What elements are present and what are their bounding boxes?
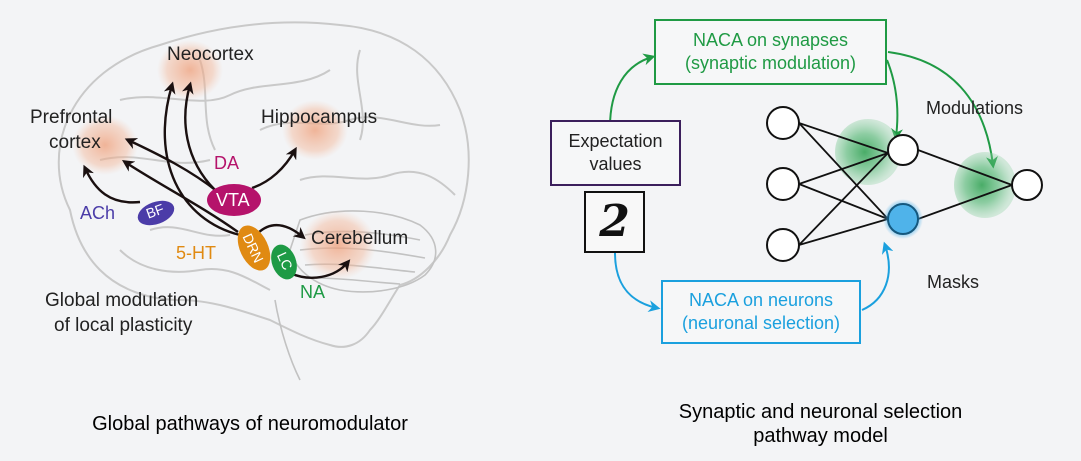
label-prefrontal: Prefrontal (30, 107, 113, 128)
neuron-box-line-2: (neuronal selection) (681, 313, 841, 333)
drn-to-neocortex-arrow (163, 81, 241, 237)
vta-to-neocortex-arrow (181, 81, 216, 191)
label-hippocampus: Hippocampus (261, 107, 378, 128)
expectation-line-2: values (589, 154, 642, 174)
synapse-box: NACA on synapses (synaptic modulation) (654, 19, 887, 85)
hidden-neuron-2-masked (887, 203, 919, 235)
digit-glyph: 2 (599, 196, 630, 247)
synapse-modulation-glow-1 (835, 119, 901, 185)
nucleus-vta-label: VTA (216, 190, 250, 210)
vta-to-prefrontal-arrow (124, 138, 219, 193)
drn-nucleus (237, 225, 271, 271)
label-cortex: cortex (49, 132, 101, 153)
synapse-to-hidden-arrow (886, 59, 903, 141)
label-modulations: Modulations (926, 98, 1024, 118)
network-edges (798, 122, 1013, 246)
lc-nucleus (271, 244, 297, 280)
synapse-box-line-1: NACA on synapses (692, 30, 849, 50)
note-line-2: of local plasticity (54, 315, 193, 336)
pathway-arrows (83, 81, 351, 279)
digit-image: 2 (584, 191, 645, 253)
input-neuron-1 (766, 106, 800, 140)
vta-to-hippocampus-arrow (251, 146, 297, 190)
drn-to-cerebellum-arrow (257, 224, 306, 240)
drn-to-prefrontal-arrow (121, 160, 239, 233)
label-5ht: 5-HT (176, 243, 216, 263)
label-cerebellum: Cerebellum (311, 228, 409, 249)
right-caption-line-1: Synaptic and neuronal selection (678, 401, 963, 423)
synapse-box-line-2: (synaptic modulation) (684, 53, 857, 73)
label-ach: ACh (80, 203, 116, 223)
right-caption-line-2: pathway model (753, 425, 888, 447)
expectation-box: Expectation values (550, 120, 681, 186)
digit-to-neuron-box-arrow (614, 252, 661, 313)
expectation-line-1: Expectation (568, 131, 663, 151)
neuron-box-line-1: NACA on neurons (688, 290, 834, 310)
synapse-to-output-arrow (887, 51, 998, 169)
input-neuron-2 (766, 167, 800, 201)
hippocampus-glow (282, 100, 348, 160)
bf-nucleus (137, 200, 175, 226)
label-masks: Masks (927, 272, 980, 292)
lc-to-cerebellum-arrow (289, 259, 351, 279)
input-neuron-3 (766, 228, 800, 262)
synapse-modulation-glow-2 (954, 152, 1016, 218)
neuron-box: NACA on neurons (neuronal selection) (661, 280, 861, 344)
hidden-neuron-1 (887, 134, 919, 166)
expectation-to-synapse-arrow (609, 53, 656, 128)
label-da: DA (214, 153, 240, 173)
vta-nucleus (207, 184, 261, 216)
output-neuron (1011, 169, 1043, 201)
right-caption: Synaptic and neuronal selection pathway … (560, 400, 1081, 448)
bf-to-prefrontal-arrow (83, 164, 141, 204)
label-neocortex: Neocortex (167, 44, 254, 65)
label-na: NA (300, 282, 326, 302)
cerebellum-glow (300, 210, 376, 280)
neuron-box-to-mask-arrow (861, 241, 894, 311)
prefrontal-glow (72, 115, 138, 175)
note-line-1: Global modulation (45, 290, 199, 311)
left-caption: Global pathways of neuromodulator (92, 413, 408, 435)
